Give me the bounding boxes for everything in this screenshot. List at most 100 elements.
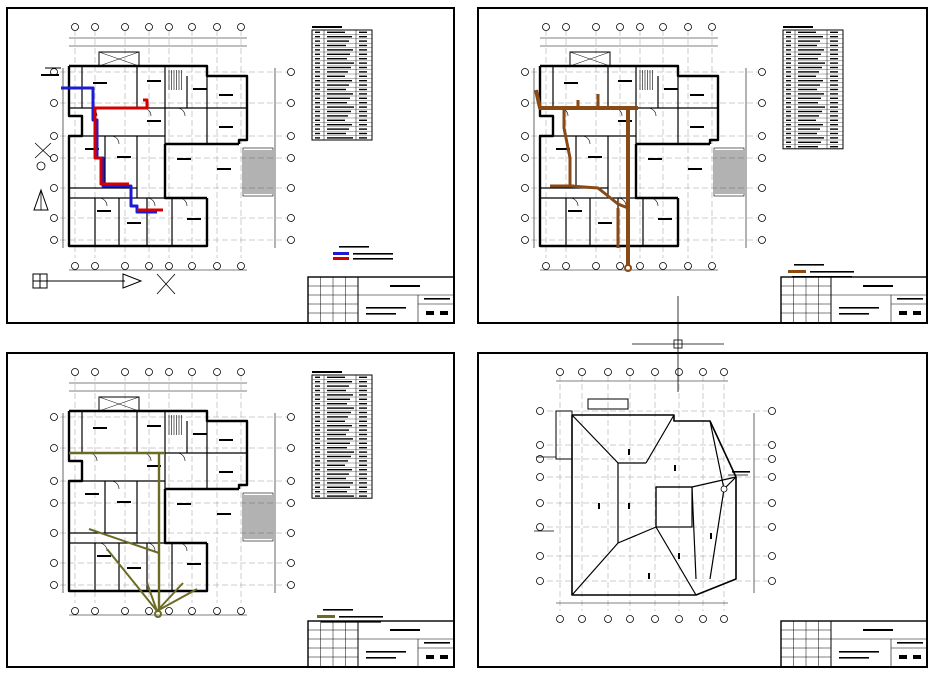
spec-table-cell [327,128,349,130]
grid-axis-bubble-top [188,368,196,376]
grid-axis-bubble-right [758,132,766,140]
spec-table-cell [315,398,320,400]
spec-table-cell [830,115,838,117]
door-swing [110,135,120,145]
door-swing [178,542,188,552]
crosshair-pickbox [673,339,683,349]
spec-table-cell [830,132,838,135]
grid-axis-bubble-left [536,455,544,463]
roof-hip-line [709,420,725,490]
grid-axis-bubble-top [699,368,707,376]
spec-table-cell [327,115,348,117]
grid-axis-bubble-top [188,23,196,31]
room-label [177,158,191,160]
spec-table-cell [786,137,791,139]
grid-axis-bubble-left [521,236,529,244]
spec-table-cell [830,62,838,64]
grid-axis-bubble-bottom [91,262,99,270]
spec-table-cell [327,93,353,95]
ucs-mark [156,273,176,295]
grid-axis-bubble-bottom [213,262,221,270]
spec-table-cell [830,31,838,33]
grid-axis-bubble-top [91,368,99,376]
spec-table-cell [830,141,838,143]
title-block-text [366,651,406,653]
grid-axis-bubble-right [768,552,776,560]
room-label [564,82,578,84]
spec-table-cell [359,486,367,488]
room-label [85,148,99,150]
spec-table-cell [315,455,320,458]
spec-table-cell [327,376,345,378]
roof-drain [720,485,728,493]
spec-table-cell [359,416,367,418]
spec-table-cell [327,482,353,484]
room-label [618,120,632,122]
grid-axis-bubble-bottom [592,262,600,270]
spec-table-cell [327,137,353,139]
room-label [219,439,233,441]
balcony [98,51,140,67]
grid-axis-bubble-top [145,368,153,376]
grid-axis-bubble-top [592,23,600,31]
room-label [93,82,107,84]
spec-table-cell [327,84,349,86]
spec-table-cell [315,128,320,130]
spec-table-cell [327,62,354,64]
grid-axis-bubble-right [287,184,295,192]
title-block-text [897,642,923,644]
spec-table-cell [798,88,817,91]
title-block-text [426,655,434,659]
spec-table [782,29,844,150]
spec-table-cell [327,36,352,38]
sheet-sewer-plan[interactable] [6,352,455,668]
spec-table-cell [830,124,838,126]
spec-table-cell [315,486,320,488]
spec-table-cell [327,455,351,458]
spec-table-cell [315,451,320,453]
spec-table-cell [327,119,345,121]
spec-table-cell [798,106,825,108]
grid-axis-bubble-bottom [165,607,173,615]
balcony-hatch [98,396,140,412]
grid-axis-bubble-bottom [145,607,153,615]
grid-axis-bubble-top [165,368,173,376]
spec-table-cell [359,36,367,38]
grid-axis-bubble-left [50,132,58,140]
spec-table-cell [359,119,367,121]
hot-water-pipe [93,98,149,186]
spec-table-cell [359,44,367,47]
sheet-water-supply-plan[interactable] [6,7,455,324]
exterior-wall [540,64,720,144]
spec-table-cell [315,36,320,38]
spec-table-cell [327,425,352,427]
spec-table-cell [327,398,350,400]
sheet-heating-plan[interactable] [477,7,928,324]
grid-axis-bubble-top [651,368,659,376]
spec-table-cell [327,102,347,104]
spec-table-cell [830,71,838,73]
grid-axis-bubble-left [521,132,529,140]
spec-table-cell [786,49,791,51]
title-block [780,276,928,324]
spec-table-cell [315,407,320,409]
slope-mark [674,465,676,471]
spec-table-cell [830,53,838,55]
spec-table-cell [830,106,838,108]
exterior-wall [67,66,209,248]
spec-table-cell [315,88,320,91]
grid-axis-bubble-bottom [708,262,716,270]
door-swing [146,197,156,207]
spec-table-cell [830,146,838,148]
sheet-roof-plan[interactable] [477,352,928,668]
spec-table-cell [359,376,367,378]
grid-axis-bubble-top [121,23,129,31]
spec-table-cell [359,438,367,440]
grid-axis-bubble-right [768,407,776,415]
sheet-frame [477,352,928,668]
spec-table-cell [327,469,352,471]
grid-axis-bubble-left [50,413,58,421]
grid-axis-bubble-left [50,154,58,162]
grid-axis-bubble-left [50,99,58,107]
